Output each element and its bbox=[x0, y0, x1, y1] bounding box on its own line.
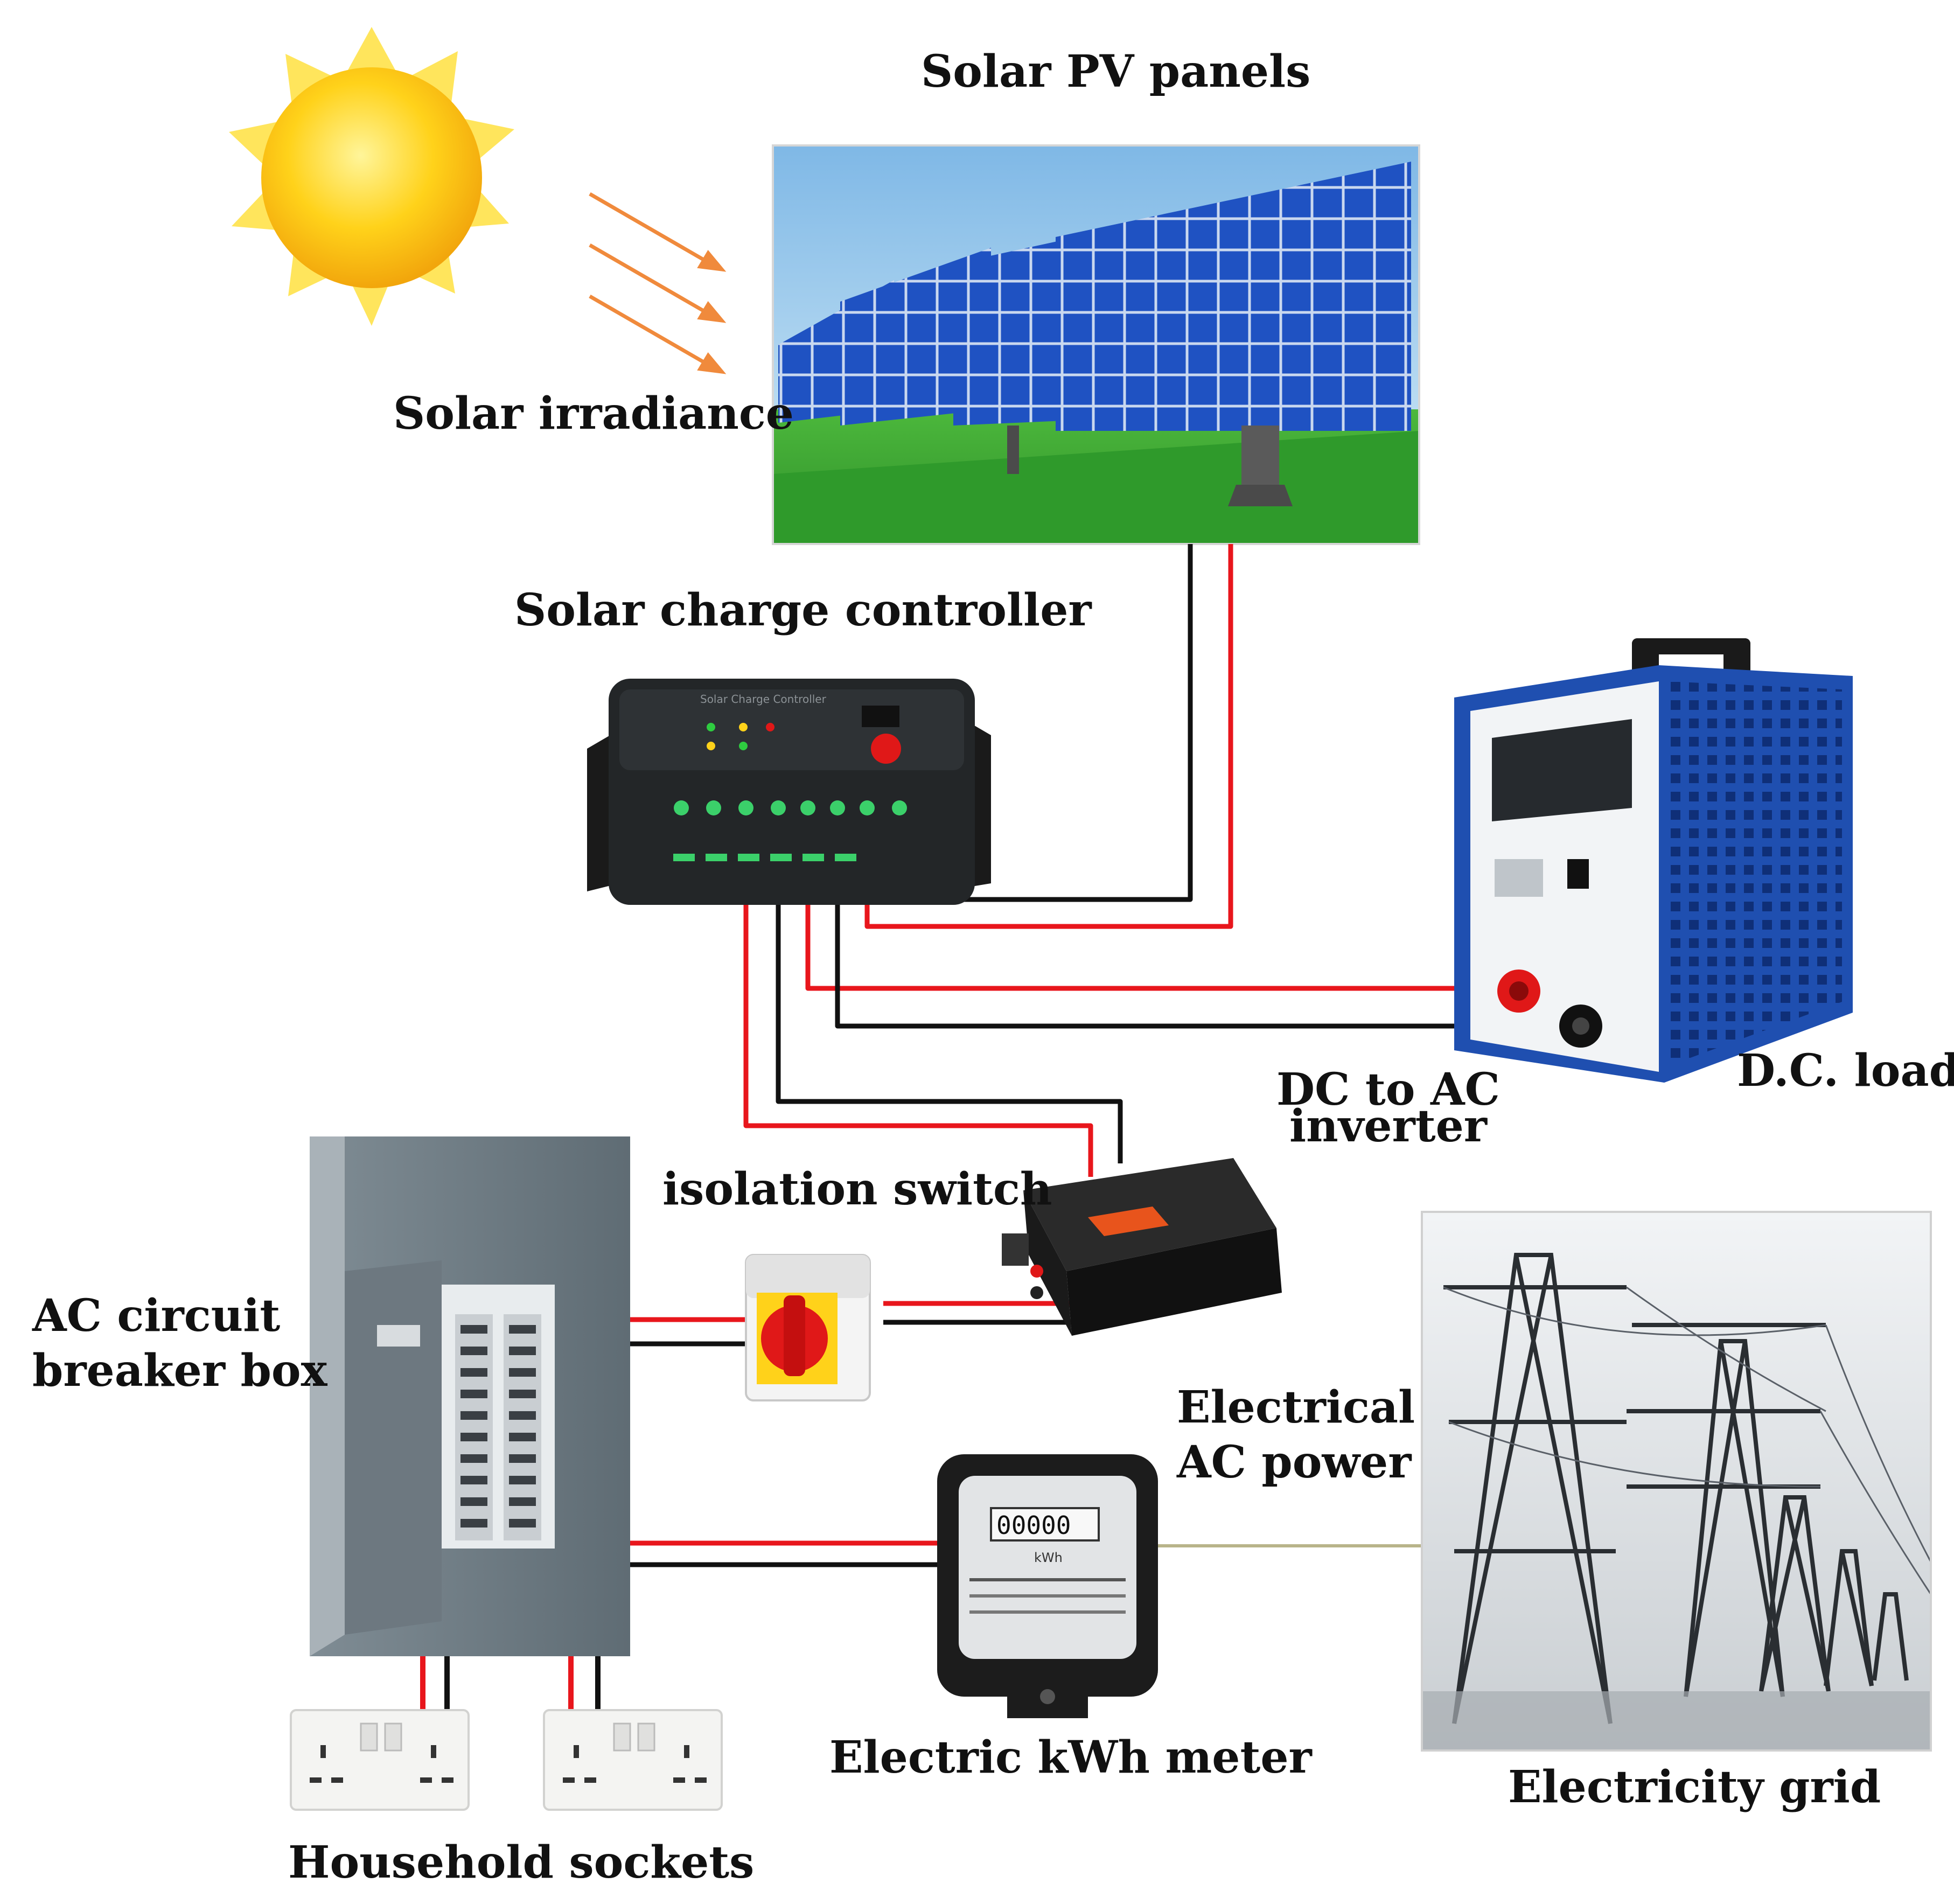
dc-load-screen bbox=[1492, 719, 1632, 821]
controller-terminals bbox=[673, 800, 907, 861]
dc-load-image bbox=[1454, 638, 1853, 1083]
breaker-switches bbox=[455, 1314, 541, 1540]
label-dc-to-ac-inverter: DC to AC inverter bbox=[1276, 1066, 1500, 1149]
label-solar-irradiance: Solar irradiance bbox=[393, 388, 794, 440]
irradiance-arrows bbox=[589, 192, 727, 374]
label-electricity-grid: Electricity grid bbox=[1508, 1761, 1881, 1813]
kwh-meter-image: 00000 kWh bbox=[937, 1454, 1158, 1718]
label-electrical-ac-line2: AC power bbox=[1177, 1436, 1412, 1489]
ac-circuit-breaker-box-image bbox=[310, 1136, 630, 1656]
household-socket-right bbox=[543, 1709, 723, 1811]
label-dc-to-ac-line1: DC to AC bbox=[1276, 1064, 1500, 1115]
dc-to-ac-inverter-image bbox=[1002, 1158, 1282, 1336]
label-electrical-ac-power: Electrical AC power bbox=[1177, 1384, 1415, 1485]
label-ac-circuit-breaker-box: AC circuit breaker box bbox=[32, 1293, 327, 1394]
label-household-sockets: Household sockets bbox=[288, 1837, 755, 1888]
label-electrical-ac-line1: Electrical bbox=[1177, 1382, 1415, 1433]
controller-panel-title: Solar Charge Controller bbox=[700, 693, 827, 706]
label-ac-breaker-line2: breaker box bbox=[32, 1345, 327, 1397]
sun-icon bbox=[229, 27, 514, 326]
solar-charge-controller-image: Solar Charge Controller bbox=[587, 679, 991, 905]
label-solar-charge-controller: Solar charge controller bbox=[514, 584, 1092, 636]
inverter-positive-wire bbox=[743, 816, 1093, 1177]
label-dc-to-ac-line2: inverter bbox=[1289, 1100, 1487, 1153]
label-isolation-switch: isolation switch bbox=[662, 1163, 1052, 1215]
label-solar-pv-panels: Solar PV panels bbox=[921, 46, 1311, 97]
solar-pv-panels-image bbox=[772, 144, 1420, 545]
meter-reading: 00000 bbox=[996, 1511, 1071, 1540]
label-ac-breaker-line1: AC circuit bbox=[32, 1290, 281, 1342]
meter-unit: kWh bbox=[1034, 1550, 1063, 1565]
inverter-negative-wire bbox=[776, 816, 1123, 1163]
electricity-grid-image bbox=[1421, 1211, 1932, 1752]
label-electric-kwh-meter: Electric kWh meter bbox=[829, 1732, 1312, 1783]
isolation-switch-image bbox=[745, 1254, 871, 1401]
sun-disc bbox=[261, 67, 482, 288]
label-dc-load: D.C. load bbox=[1737, 1045, 1954, 1097]
household-socket-left bbox=[290, 1709, 470, 1811]
meter-display bbox=[990, 1507, 1100, 1542]
controller-red-button bbox=[871, 734, 901, 764]
